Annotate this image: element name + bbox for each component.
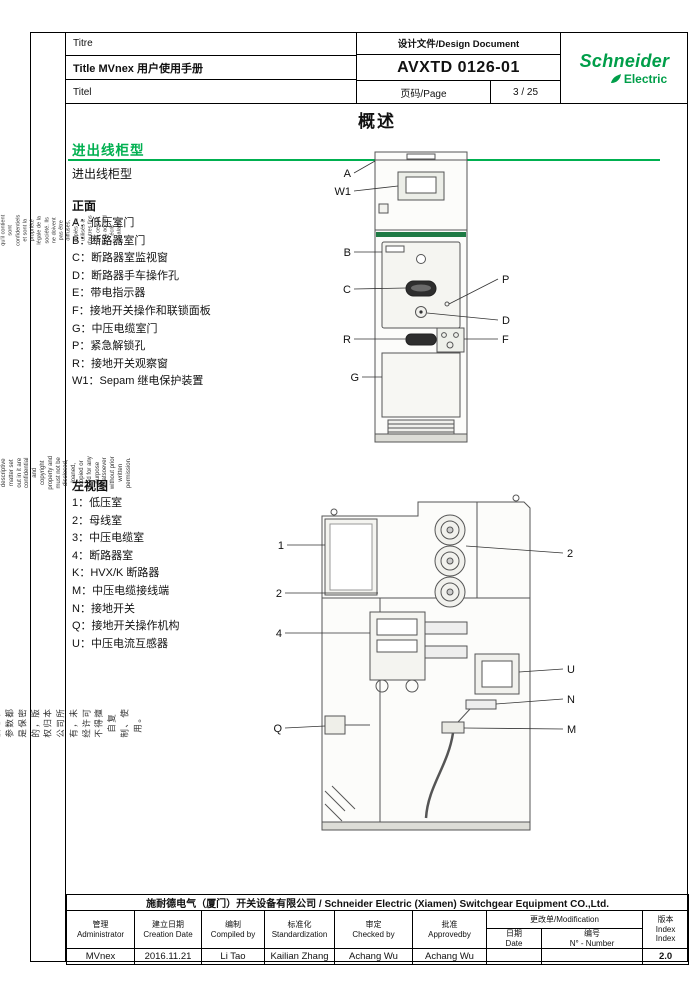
earthing-switch xyxy=(465,699,497,710)
confidential-strip xyxy=(30,32,66,962)
footer-header-checked-by: 审定 Checked by xyxy=(334,909,413,950)
front-label-B: B xyxy=(344,247,351,259)
footer-value-mod-number xyxy=(541,948,643,966)
footer-header-admin: 管理 Administrator xyxy=(66,909,135,950)
legend-item: N：接地开关 xyxy=(72,602,135,615)
footer-table: 施耐德电气（厦门）开关设备有限公司 / Schneider Electric (… xyxy=(65,894,690,966)
section-subheading: 进出线柜型 xyxy=(72,167,133,181)
header-table: Titre Title MVnex 用户使用手册 Titel 设计文件/Desi… xyxy=(66,32,688,104)
page-number: 3 / 25 xyxy=(490,80,560,104)
footer-header-standardization: 标准化 Standardization xyxy=(264,909,335,950)
title-block: Titre Title MVnex 用户使用手册 Titel xyxy=(66,32,356,104)
legend-item: 2：母线室 xyxy=(72,514,123,527)
legend-item: K：HVX/K 断路器 xyxy=(72,567,160,580)
footer-value-admin: MVnex xyxy=(66,948,135,966)
side-label-4: 4 xyxy=(276,628,282,640)
side-label-M: M xyxy=(567,724,576,736)
footer-value-mod-date xyxy=(486,948,542,966)
front-legend: A：低压室门 B：断路器室门 C：断路器室监视窗 D：断路器手车操作孔 E：带电… xyxy=(72,215,211,391)
legend-item: M：中压电缆接线端 xyxy=(72,584,170,597)
section-heading-underline xyxy=(68,159,660,161)
document-number: AVXTD 0126-01 xyxy=(357,54,560,80)
footer-header-mod-number: 编号 N° - Number xyxy=(541,927,643,950)
cable-terminal xyxy=(441,721,465,734)
side-label-2-right: 2 xyxy=(567,548,573,560)
section-heading: 进出线柜型 xyxy=(72,143,145,158)
left-view-section-title: 左视图 xyxy=(72,479,109,493)
brand-logo: Schneider Electric xyxy=(560,32,688,104)
footer-header-modification: 更改单/Modification xyxy=(486,910,643,929)
legend-item: 4：断路器室 xyxy=(72,549,134,562)
legend-item: A：低压室门 xyxy=(72,217,135,229)
footer-value-checked-by: Achang Wu xyxy=(334,948,413,966)
footer-header-approved-by: 批准 Approvedby xyxy=(412,909,487,950)
legend-item: C：断路器室监视窗 xyxy=(72,252,168,265)
earthing-switch-mechanism xyxy=(324,715,346,735)
side-label-Q: Q xyxy=(273,723,282,735)
legend-item: G：中压电缆室门 xyxy=(72,322,158,335)
legend-item: 3：中压电缆室 xyxy=(72,532,145,545)
footer-header-index: 版本 Index Index xyxy=(641,909,690,950)
legend-item: E：带电指示器 xyxy=(72,287,146,300)
legend-item: Q：接地开关操作机构 xyxy=(72,620,180,633)
footer-header-compiled-by: 编制 Compiled by xyxy=(201,909,265,950)
front-label-R: R xyxy=(343,334,351,346)
titre-label: Titre xyxy=(66,32,356,56)
footer-value-approved-by: Achang Wu xyxy=(412,948,487,966)
design-document-label: 设计文件/Design Document xyxy=(397,39,520,50)
confidential-en-text: This document and any information or des… xyxy=(1,455,132,490)
legend-item: B：断路器室门 xyxy=(72,234,146,247)
page-title: 概述 xyxy=(358,112,396,131)
schneider-leaf-icon xyxy=(610,73,621,83)
earthing-switch-window xyxy=(405,333,437,346)
door-knob xyxy=(416,254,426,264)
confidential-zh-text: 本文件及包含的所有信息和参数都是保密的，版权归本公司所有，未经许可不得擅自复制、… xyxy=(0,707,142,738)
legend-item: F：接地开关操作和联锁面板 xyxy=(72,304,211,317)
confidential-text-en: This document and any information or des… xyxy=(1,375,132,570)
front-label-C: C xyxy=(343,284,351,296)
footer-value-creation-date: 2016.11.21 xyxy=(134,948,202,966)
front-label-F: F xyxy=(502,334,509,346)
footer-header-mod-date: 日期 Date xyxy=(486,927,542,950)
side-label-U: U xyxy=(567,664,575,676)
side-label-2-left: 2 xyxy=(276,588,282,600)
page-label: 页码/Page xyxy=(356,80,490,104)
green-band xyxy=(376,232,466,237)
front-label-A: A xyxy=(344,168,352,180)
brand-schneider: Schneider xyxy=(579,50,670,71)
legend-item: D：断路器手车操作孔 xyxy=(72,269,179,282)
legend-item: U：中压电流互感器 xyxy=(72,637,168,650)
busbar-bushings xyxy=(434,514,466,608)
footer-value-index: 2.0 xyxy=(641,948,690,966)
legend-item: R：接地开关观察窗 xyxy=(72,357,168,370)
footer-value-compiled-by: Li Tao xyxy=(201,948,265,966)
legend-item: 1：低压室 xyxy=(72,497,123,509)
legend-item: P：紧急解锁孔 xyxy=(72,340,146,353)
company-line: 施耐德电气（厦门）开关设备有限公司 / Schneider Electric (… xyxy=(65,894,690,911)
footer-header-creation-date: 建立日期 Creation Date xyxy=(134,909,202,950)
design-document-block: 设计文件/Design Document AVXTD 0126-01 xyxy=(356,32,560,80)
confidential-text-fr: Ce document et toutes les informations e… xyxy=(1,120,123,340)
document-title: Title MVnex 用户使用手册 xyxy=(66,56,356,80)
front-view-diagram: A W1 B C R G P D F xyxy=(335,151,510,443)
front-label-W1: W1 xyxy=(335,186,352,198)
side-label-1: 1 xyxy=(278,540,284,552)
side-label-N: N xyxy=(567,694,575,706)
mv-cable xyxy=(424,732,455,819)
brand-electric: Electric xyxy=(623,71,668,86)
left-view-legend: 1：低压室 2：母线室 3：中压电缆室 4：断路器室 K：HVX/K 断路器 M… xyxy=(72,495,180,653)
titel-label: Titel xyxy=(73,86,92,98)
front-label-P: P xyxy=(502,274,509,286)
footer-value-standardization: Kailian Zhang xyxy=(264,948,335,966)
front-label-D: D xyxy=(502,315,510,327)
cable-compartment-door xyxy=(381,352,461,418)
side-view-diagram: 1 2 4 Q 2 U N M xyxy=(273,494,576,831)
front-label-G: G xyxy=(350,372,359,384)
front-section-title: 正面 xyxy=(72,199,97,213)
confidential-text-zh: 本文件及包含的所有信息和参数都是保密的，版权归本公司所有，未经许可不得擅自复制、… xyxy=(0,590,142,855)
legend-item: W1：Sepam 继电保护装置 xyxy=(72,375,204,388)
